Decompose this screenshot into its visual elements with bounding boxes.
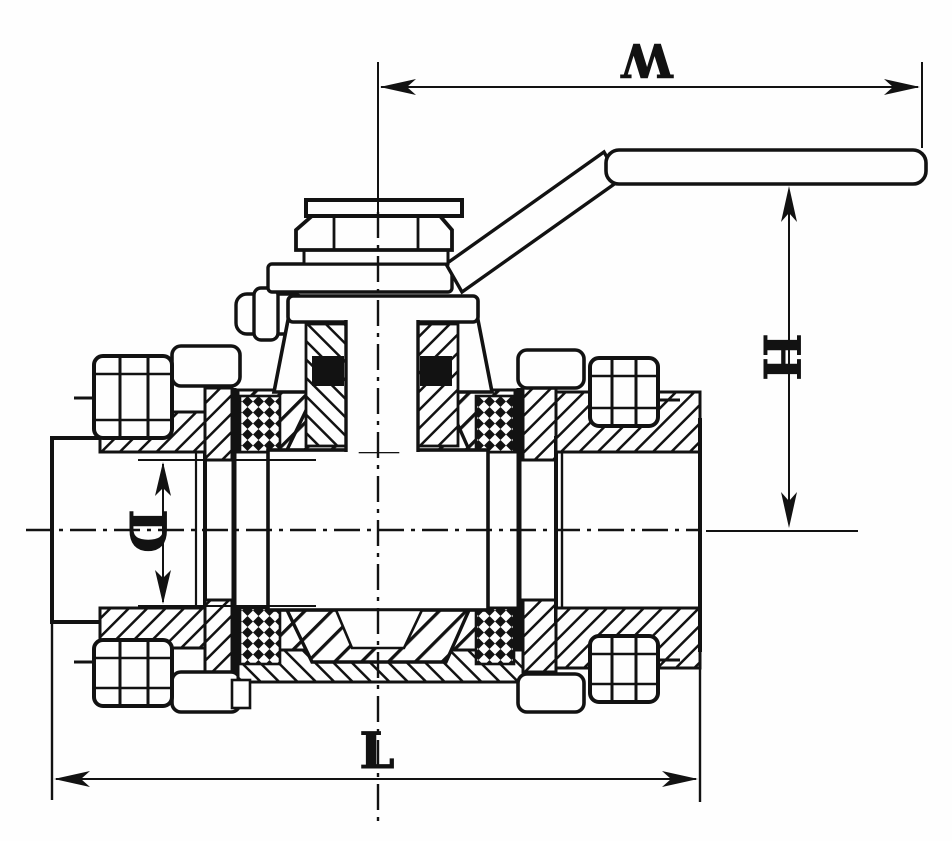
bonnet-stem-assembly — [234, 292, 495, 452]
dimension-d — [138, 459, 316, 607]
seat-ring — [474, 606, 516, 666]
seat-ring — [474, 394, 516, 454]
dimensions: W H D L — [50, 33, 923, 802]
dimension-w — [380, 62, 923, 148]
seal-right — [420, 356, 452, 386]
dimension-d-label: D — [118, 509, 177, 552]
handle — [252, 148, 928, 342]
arrow-up-icon — [155, 462, 171, 496]
arrow-right-icon — [662, 771, 698, 787]
stem — [346, 298, 418, 452]
arrow-right-icon — [884, 79, 920, 95]
dimension-l-label: L — [359, 721, 394, 780]
handle-grip — [604, 148, 928, 186]
centerlines — [26, 62, 702, 828]
arrow-down-icon — [781, 492, 797, 528]
dimension-w-label: W — [620, 33, 674, 87]
center-body — [230, 388, 550, 710]
arrow-left-icon — [54, 771, 90, 787]
dimension-h — [706, 186, 858, 532]
handle-stop-tab — [252, 286, 280, 342]
arrow-up-icon — [781, 186, 797, 222]
seat-ring — [238, 606, 282, 666]
left-body-bolts — [74, 344, 242, 714]
arrow-left-icon — [380, 79, 416, 95]
right-body-bolts — [516, 348, 680, 714]
seat-ring — [238, 394, 282, 454]
arrow-down-icon — [155, 570, 171, 604]
dimension-l — [50, 622, 702, 802]
seal-left — [312, 356, 344, 386]
stem-nut — [294, 198, 464, 266]
handle-flat — [266, 262, 454, 294]
dimension-h-label: H — [752, 333, 811, 380]
